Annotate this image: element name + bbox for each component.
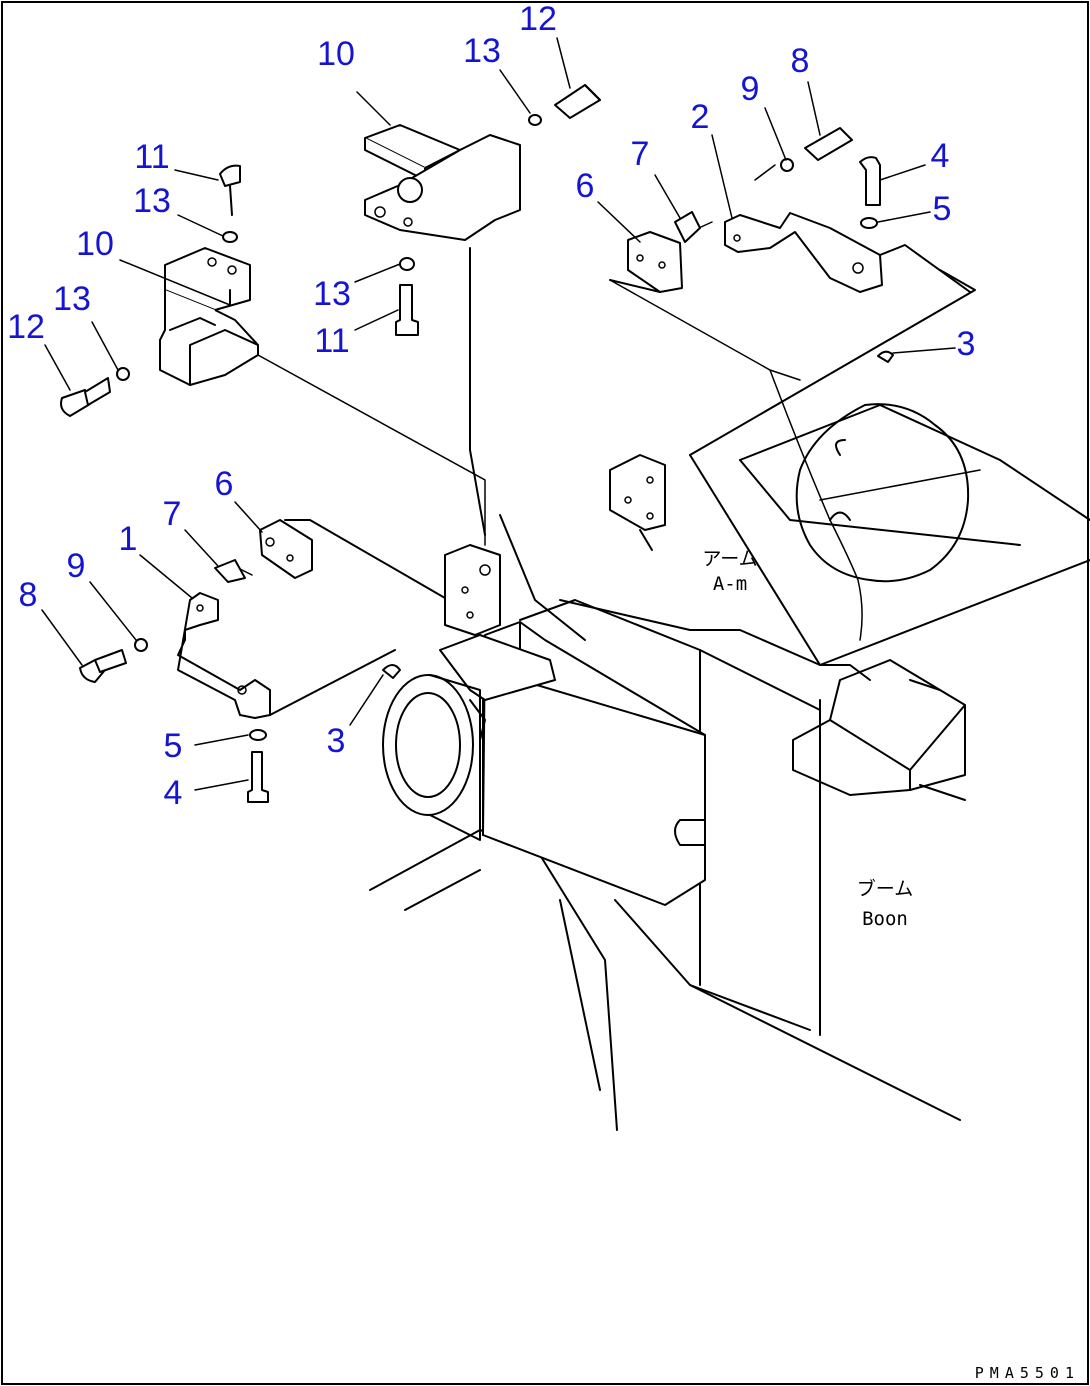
boom-structure xyxy=(369,514,966,1131)
callout-6-lower: 6 xyxy=(215,465,234,503)
bracket-lower-left xyxy=(177,519,446,719)
callout-9-upper: 9 xyxy=(741,70,760,108)
callout-11-upper-left: 11 xyxy=(134,138,169,176)
callout-labels: 12 10 13 8 9 2 7 4 6 5 11 13 10 13 11 13… xyxy=(7,0,975,812)
callout-6-upper: 6 xyxy=(576,167,595,205)
callout-4-upper: 4 xyxy=(931,137,950,175)
callout-4-lower: 4 xyxy=(164,774,183,812)
callout-7-upper: 7 xyxy=(631,135,650,173)
arm-label-jp: アーム xyxy=(702,548,757,570)
boom-label-jp: ブーム xyxy=(857,877,913,900)
clamp-upper-center xyxy=(364,124,521,536)
arm-structure xyxy=(609,269,1090,666)
drawing-code: PMA5501 xyxy=(975,1364,1080,1382)
hardware xyxy=(60,84,894,803)
callout-10-upper: 10 xyxy=(317,35,355,73)
callout-5-lower: 5 xyxy=(164,727,183,765)
callout-7-lower: 7 xyxy=(163,495,182,533)
boom-label-en: Boon xyxy=(862,908,908,930)
callout-9-lower: 9 xyxy=(67,547,86,585)
callout-3-upper: 3 xyxy=(957,325,976,363)
structure-annotations: アーム A-m ブーム Boon PMA5501 xyxy=(702,548,1080,1382)
leader-lines xyxy=(41,37,956,791)
arm-label-en: A-m xyxy=(713,573,747,595)
callout-3-lower: 3 xyxy=(327,722,346,760)
callout-8-lower: 8 xyxy=(19,576,38,614)
callout-10-left: 10 xyxy=(76,225,114,263)
bracket-upper-right xyxy=(609,164,971,293)
callout-13-upper: 13 xyxy=(463,32,501,70)
callout-8-upper: 8 xyxy=(791,42,810,80)
callout-13-upper-left: 13 xyxy=(133,182,171,220)
callout-12-left: 12 xyxy=(7,308,45,346)
callout-13-left: 13 xyxy=(53,280,91,318)
callout-11-center: 11 xyxy=(314,322,349,360)
clamp-upper-left xyxy=(159,247,486,546)
callout-2: 2 xyxy=(691,98,710,136)
callout-5-upper: 5 xyxy=(933,190,952,228)
callout-1: 1 xyxy=(119,520,138,558)
callout-12-upper: 12 xyxy=(519,0,557,38)
callout-13-center: 13 xyxy=(313,275,351,313)
